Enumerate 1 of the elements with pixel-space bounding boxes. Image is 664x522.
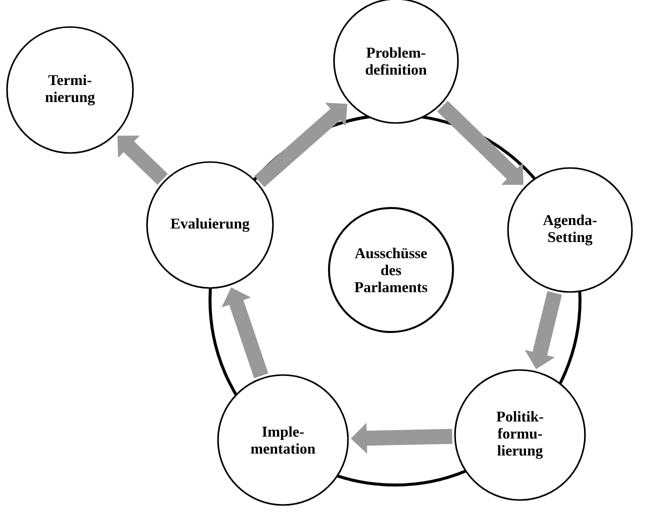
block-arrow [117,136,168,185]
